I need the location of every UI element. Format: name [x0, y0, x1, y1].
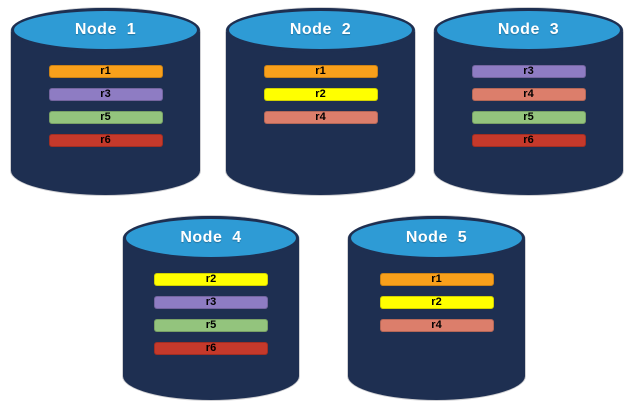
node-1-title: Node 1: [74, 21, 137, 38]
node-5-cylinder: Node 5 r1 r2 r4: [348, 216, 525, 400]
node-5-title: Node 5: [405, 229, 468, 246]
replica-r4-bar: r4: [263, 111, 378, 124]
node-3-cylinder: Node 3 r3 r4 r5 r6: [434, 8, 623, 195]
node-3-cylinder-top: Node 3: [434, 8, 623, 52]
replica-r3-bar: r3: [48, 88, 163, 101]
replica-r4-bar: r4: [471, 88, 586, 101]
replica-r2-bar: r2: [379, 296, 494, 309]
replica-r6-bar: r6: [471, 134, 586, 147]
replica-r2-bar: r2: [154, 273, 268, 286]
replica-r5-bar: r5: [471, 111, 586, 124]
replica-r6-bar: r6: [154, 342, 268, 355]
node-4-title: Node 4: [180, 229, 242, 246]
replica-r5-bar: r5: [154, 319, 268, 332]
node-3-replica-list: r3 r4 r5 r6: [434, 65, 623, 147]
replica-r4-bar: r4: [379, 319, 494, 332]
replica-r3-bar: r3: [471, 65, 586, 78]
node-4-replica-list: r2 r3 r5 r6: [123, 273, 299, 355]
node-5-replica-list: r1 r2 r4: [348, 273, 525, 332]
node-1-cylinder-top: Node 1: [11, 8, 200, 52]
node-1-replica-list: r1 r3 r5 r6: [11, 65, 200, 147]
replica-r5-bar: r5: [48, 111, 163, 124]
node-2-cylinder-top: Node 2: [226, 8, 415, 52]
node-4-cylinder: Node 4 r2 r3 r5 r6: [123, 216, 299, 400]
replica-r6-bar: r6: [48, 134, 163, 147]
node-4-cylinder-top: Node 4: [123, 216, 299, 260]
replica-r3-bar: r3: [154, 296, 268, 309]
node-2-cylinder: Node 2 r1 r2 r4: [226, 8, 415, 195]
node-3-title: Node 3: [497, 21, 560, 38]
replica-r2-bar: r2: [263, 88, 378, 101]
node-2-replica-list: r1 r2 r4: [226, 65, 415, 124]
node-2-title: Node 2: [289, 21, 352, 38]
node-5-cylinder-top: Node 5: [348, 216, 525, 260]
node-1-cylinder: Node 1 r1 r3 r5 r6: [11, 8, 200, 195]
replica-r1-bar: r1: [48, 65, 163, 78]
replica-r1-bar: r1: [263, 65, 378, 78]
replica-r1-bar: r1: [379, 273, 494, 286]
